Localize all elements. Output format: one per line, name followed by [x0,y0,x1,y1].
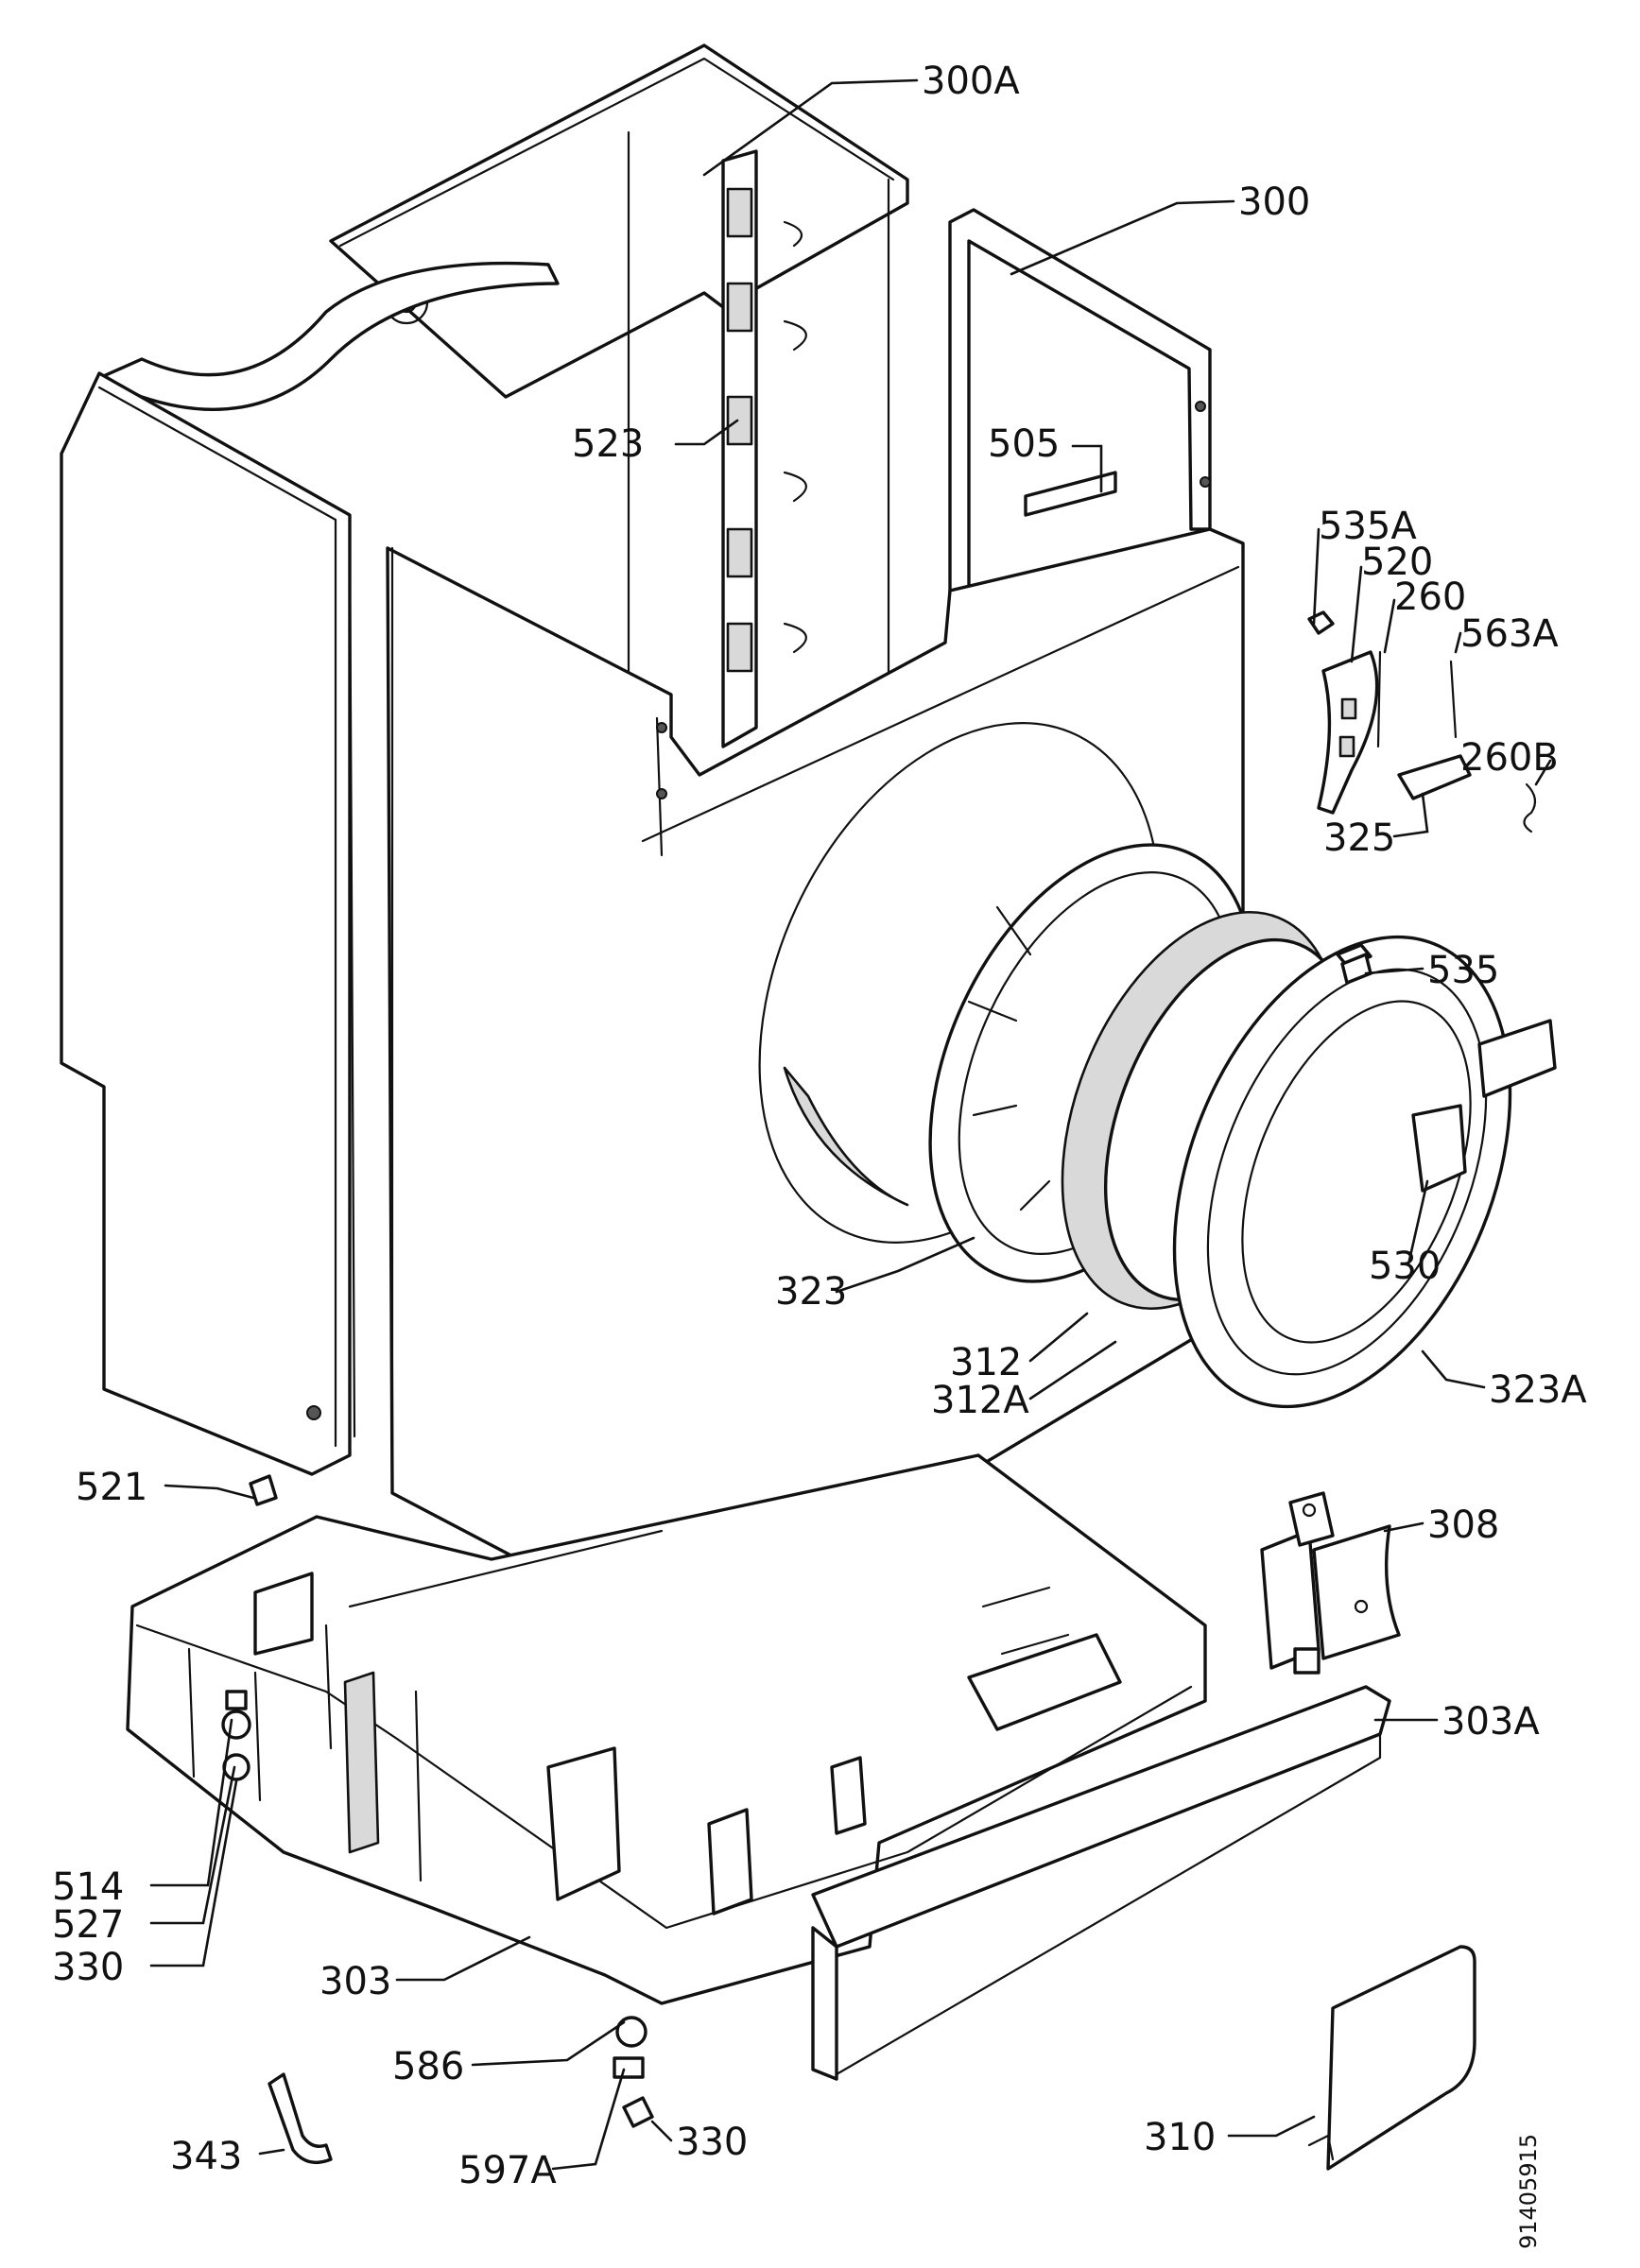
label-523: 523 [572,422,644,466]
label-514: 514 [52,1865,124,1909]
door-hinge [1260,1491,1401,1675]
side-panel-left [60,371,356,1476]
label-260B: 260B [1460,736,1559,780]
part-labels: 300A 300 523 505 535A 520 260 563A 260B … [52,60,1587,2249]
label-535A: 535A [1319,505,1417,548]
rear-rail-bracket [721,149,807,748]
label-505: 505 [988,422,1060,466]
label-303: 303 [319,1960,391,2003]
label-586: 586 [392,2045,464,2088]
label-310: 310 [1144,2116,1216,2159]
cabinet-rear-arch [97,261,560,411]
feet-and-fasteners [221,471,1372,2164]
label-343: 343 [170,2135,242,2178]
label-312A: 312A [931,1379,1029,1422]
label-330-left: 330 [52,1946,124,1989]
door-assembly [1172,935,1557,1409]
label-308: 308 [1427,1503,1499,1547]
label-520: 520 [1361,541,1433,584]
label-303A: 303A [1441,1700,1540,1744]
label-260: 260 [1394,576,1466,619]
drawing-code: 91405915 [1515,2134,1542,2249]
door-lock-parts [1307,610,1537,833]
label-563A: 563A [1460,612,1559,656]
label-521: 521 [76,1466,147,1509]
base-frame [126,1453,1207,2005]
label-300: 300 [1238,180,1310,224]
leader-lines [149,78,1552,2171]
label-330-bottom: 330 [676,2121,748,2164]
plinth-kick-plate [811,1685,1391,2081]
label-597A: 597A [458,2149,557,2192]
label-530: 530 [1369,1245,1441,1288]
label-535: 535 [1427,949,1499,992]
label-527: 527 [52,1903,124,1947]
label-300A: 300A [922,60,1020,103]
label-312: 312 [950,1341,1022,1384]
label-323A: 323A [1489,1368,1587,1412]
label-325: 325 [1323,816,1395,860]
service-flap [1307,1945,1476,2171]
label-323: 323 [775,1270,847,1314]
